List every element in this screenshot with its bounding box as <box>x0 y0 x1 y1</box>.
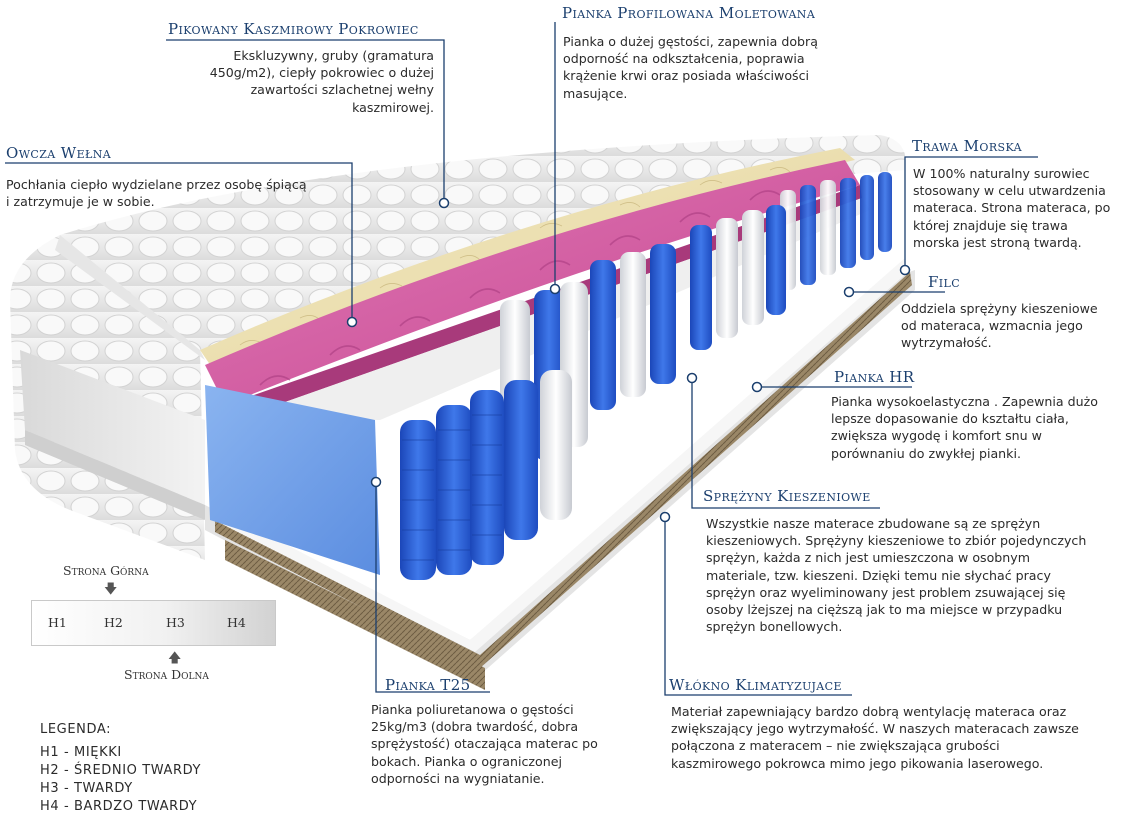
label-pianka-t25-title: Pianka T25 <box>385 676 471 694</box>
text-line: której znajduje się trawa <box>913 217 1068 233</box>
label-welna-text: Pochłania ciepło wydzielane przez osobę … <box>6 176 356 210</box>
label-sprezyny-title: Sprężyny Kieszeniowe <box>703 487 871 505</box>
text-line: sprężyn bonellowych. <box>706 619 843 635</box>
text-line: od materaca, wzmacnia jego <box>901 318 1083 334</box>
label-trawa-title: Trawa Morska <box>912 137 1022 155</box>
text-line: i zatrzymuje je w sobie. <box>6 194 155 210</box>
text-line: sprężyn oraz wyeliminowany jest problem … <box>706 584 1066 600</box>
text-line: sprężyn, każda z nich jest umieszczona w… <box>706 550 1030 566</box>
label-pianka-hr-title: Pianka HR <box>834 368 915 386</box>
label-wlokno-text: Materiał zapewniający bardzo dobrą wenty… <box>671 703 1141 772</box>
text-line: Materiał zapewniający bardzo dobrą wenty… <box>671 704 1067 719</box>
label-sprezyny-text: Wszystkie nasze materace zbudowane są ze… <box>706 515 1142 635</box>
text-line: Pianka wysokoelastyczna . Zapewnia dużo <box>831 394 1098 409</box>
text-line: stosowany w celu utwardzenia <box>913 183 1106 199</box>
label-filc-title: Filc <box>928 273 961 291</box>
label-pianka-profilowana-text: Pianka o dużej gęstości, zapewnia dobrą … <box>563 33 883 102</box>
text-line: porównaniu do zwykłej pianki. <box>831 445 1021 461</box>
legend-item: H2 - ŚREDNIO TWARDY <box>40 763 202 778</box>
text-line: materaca. Strona materaca, po <box>913 200 1111 216</box>
hardness-level-h3: H3 <box>166 615 185 630</box>
legend-title: LEGENDA: <box>40 722 112 737</box>
hardness-scale-bar: H1 H2 H3 H4 <box>31 600 276 646</box>
text-line: Wszystkie nasze materace zbudowane są ze… <box>706 516 1041 531</box>
text-line: W 100% naturalny surowiec <box>913 166 1090 181</box>
arrow-down-icon: 🡇 <box>104 582 118 597</box>
label-pianka-hr-text: Pianka wysokoelastyczna . Zapewnia dużo … <box>831 393 1142 462</box>
text-line: lepsze dopasowanie do kształtu ciała, <box>831 411 1069 427</box>
text-line: sprężystość) otaczająca materac po <box>371 736 598 752</box>
text-line: osoby lżejszej na cięższą jak to ma miej… <box>706 602 1063 618</box>
text-line: kieszeniowych. Sprężyny kieszeniowe to z… <box>706 533 1087 549</box>
text-line: Ekskluzywny, gruby (gramatura <box>233 48 434 63</box>
label-pianka-t25-text: Pianka poliuretanowa o gęstości 25kg/m3 … <box>371 701 641 787</box>
label-filc-text: Oddziela sprężyny kieszeniowe od materac… <box>901 300 1141 352</box>
text-line: Oddziela sprężyny kieszeniowe <box>901 301 1098 316</box>
legend-item: H1 - MIĘKKI <box>40 745 122 760</box>
text-line: Pianka o dużej gęstości, zapewnia dobrą <box>563 34 818 49</box>
label-pokrowiec-title: Pikowany Kaszmirowy Pokrowiec <box>168 20 419 38</box>
text-line: kaszmirowego pokrowca mimo jego pikowani… <box>671 755 1044 771</box>
text-line: 450g/m2), ciepły pokrowiec o dużej <box>209 65 434 81</box>
hardness-level-h4: H4 <box>227 615 246 630</box>
label-pokrowiec-text: Ekskluzywny, gruby (gramatura 450g/m2), … <box>150 47 434 116</box>
text-line: wytrzymałość. <box>901 335 992 351</box>
text-line: Pianka poliuretanowa o gęstości <box>371 702 574 717</box>
text-line: zawartości szlachetnej wełny <box>250 82 434 98</box>
hardness-level-h2: H2 <box>104 615 123 630</box>
scale-bottom-label: Strona Dolna <box>124 667 209 682</box>
hardness-level-h1: H1 <box>48 615 67 630</box>
scale-top-label: Strona Górna <box>63 563 149 578</box>
text-line: 25kg/m3 (dobra twardość, dobra <box>371 719 579 735</box>
label-trawa-text: W 100% naturalny surowiec stosowany w ce… <box>913 165 1141 251</box>
arrow-up-icon: 🡅 <box>168 651 182 666</box>
text-line: Pochłania ciepło wydzielane przez osobę … <box>6 177 307 192</box>
text-line: kaszmirowej. <box>352 99 434 115</box>
text-line: krążenie krwi oraz posiada właściwości <box>563 68 810 84</box>
text-line: odporność na odkształcenia, poprawia <box>563 51 805 67</box>
text-line: materiale, tzw. kieszeni. Dzięki temu ni… <box>706 567 1051 583</box>
text-line: zwiększający jego wytrzymałość. W naszyc… <box>671 721 1079 737</box>
text-line: masujące. <box>563 85 628 101</box>
legend-item: H4 - BARDZO TWARDY <box>40 799 198 814</box>
text-line: połączona z materacem – nie zwiększająca… <box>671 738 1000 754</box>
label-wlokno-title: Włókno Klimatyzujace <box>669 676 842 694</box>
text-line: odporności na wygniatanie. <box>371 770 545 786</box>
label-welna-title: Owcza Wełna <box>6 144 112 162</box>
text-line: zwiększa wygodę i komfort snu w <box>831 428 1042 444</box>
text-line: bokach. Pianka o ograniczonej <box>371 753 562 769</box>
text-line: morska jest stroną twardą. <box>913 234 1082 250</box>
legend-item: H3 - TWARDY <box>40 781 133 796</box>
label-pianka-profilowana-title: Pianka Profilowana Moletowana <box>562 4 816 22</box>
